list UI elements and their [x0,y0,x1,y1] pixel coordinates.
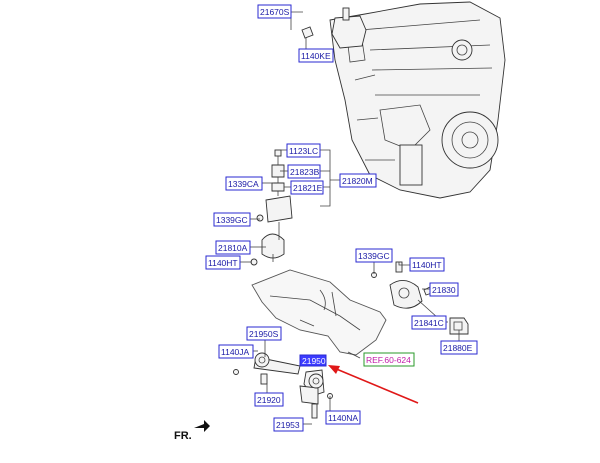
label-21841C[interactable]: 21841C [411,315,447,330]
svg-text:1140HT: 1140HT [412,260,442,270]
leader-lines [240,11,460,425]
svg-text:1140HT: 1140HT [208,258,238,268]
svg-text:21821E: 21821E [293,183,323,193]
left-mount-stack [250,149,293,266]
svg-text:1140KE: 1140KE [301,51,331,61]
label-21880E[interactable]: 21880E [440,340,478,355]
rear-mount-bracket [299,369,333,419]
subframe [251,269,387,356]
svg-text:1339GC: 1339GC [358,251,390,261]
label-1140KE[interactable]: 1140KE [298,48,334,63]
roll-rod-assembly [233,352,301,385]
label-1140HT-right[interactable]: 1140HT [409,257,445,272]
label-21820M[interactable]: 21820M [339,173,377,188]
svg-text:1140JA: 1140JA [221,347,250,357]
svg-text:21880E: 21880E [443,343,473,353]
svg-text:REF.60-624: REF.60-624 [366,355,411,365]
label-21823B[interactable]: 21823B [287,164,321,179]
svg-text:1339CA: 1339CA [228,179,259,189]
right-mount-assembly [371,261,469,335]
label-21670S[interactable]: 21670S [257,4,292,19]
svg-text:21950: 21950 [302,356,326,366]
svg-text:21841C: 21841C [414,318,444,328]
label-21821E[interactable]: 21821E [290,180,324,195]
svg-text:21953: 21953 [276,420,300,430]
front-arrow-icon [194,420,210,432]
label-1339CA[interactable]: 1339CA [225,176,263,191]
engine-mount-bracket-upper [301,7,367,49]
label-1140HT-left[interactable]: 1140HT [205,255,241,270]
label-1339GC-right[interactable]: 1339GC [355,248,393,263]
svg-text:21920: 21920 [257,395,281,405]
label-21810A[interactable]: 21810A [215,240,251,255]
engine-illustration [329,1,506,199]
svg-text:21950S: 21950S [249,329,279,339]
svg-text:21670S: 21670S [260,7,290,17]
svg-text:1140NA: 1140NA [328,413,358,423]
front-direction-marker: FR. [174,420,210,442]
label-21950-highlighted[interactable]: 21950 [299,354,327,367]
svg-text:21823B: 21823B [290,167,320,177]
label-21920[interactable]: 21920 [254,392,284,407]
svg-text:21810A: 21810A [218,243,248,253]
svg-text:1339GC: 1339GC [216,215,248,225]
label-21830[interactable]: 21830 [429,282,459,297]
svg-text:FR.: FR. [174,430,192,442]
label-21953[interactable]: 21953 [273,417,304,432]
label-21950S[interactable]: 21950S [246,326,282,341]
highlight-arrow [328,365,419,404]
label-1140NA[interactable]: 1140NA [325,410,361,425]
svg-text:1123LC: 1123LC [289,146,318,156]
svg-text:21820M: 21820M [342,176,373,186]
svg-text:21830: 21830 [432,285,456,295]
reference-label[interactable]: REF.60-624 [363,352,415,367]
label-1140JA[interactable]: 1140JA [218,344,254,359]
label-1339GC-left[interactable]: 1339GC [213,212,251,227]
label-1123LC[interactable]: 1123LC [286,143,321,158]
